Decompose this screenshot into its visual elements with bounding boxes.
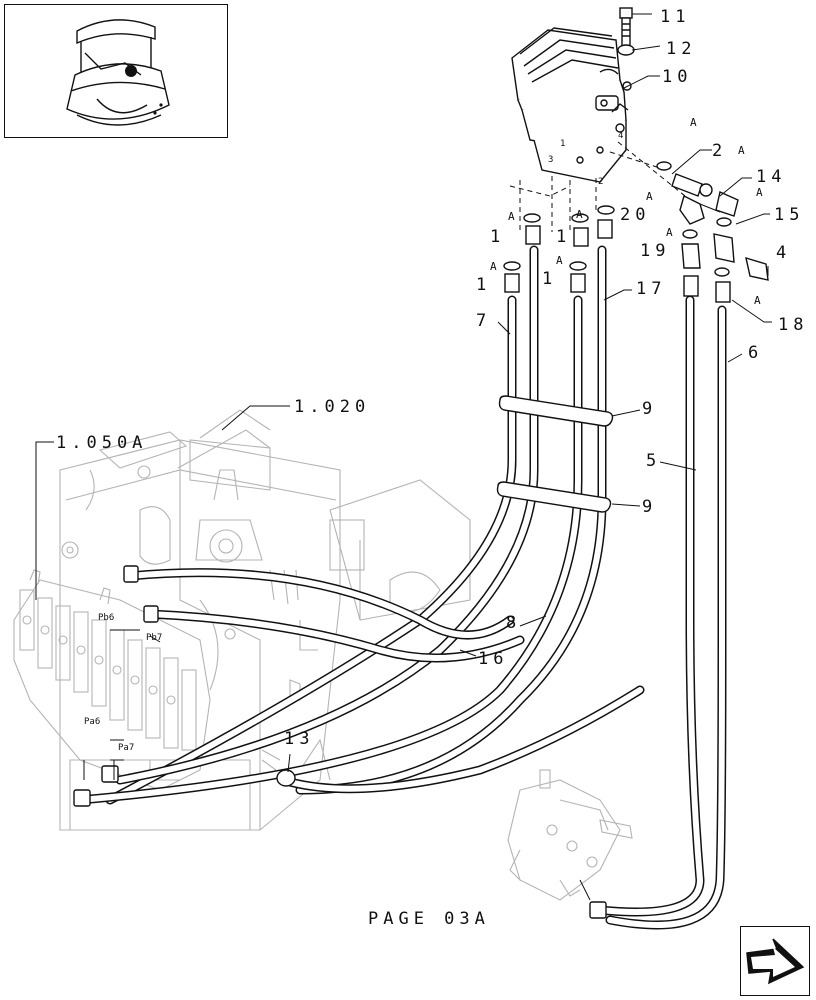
next-page-arrow-icon[interactable] bbox=[740, 926, 810, 996]
port-label-pa6: Pa6 bbox=[84, 717, 100, 727]
detail-mark-a: A bbox=[576, 208, 585, 221]
explosion-guides bbox=[509, 141, 691, 232]
detail-mark-a: A bbox=[756, 186, 765, 199]
machine-overview-thumbnail[interactable] bbox=[4, 4, 228, 138]
callout-15: 15 bbox=[774, 205, 804, 225]
callout-1b: 1 bbox=[556, 227, 571, 247]
page-reference[interactable]: PAGE 03A bbox=[368, 909, 490, 929]
callout-1c: 1 bbox=[476, 275, 491, 295]
detail-mark-a: A bbox=[754, 294, 763, 307]
callout-7: 7 bbox=[476, 311, 491, 331]
detail-mark-a: A bbox=[690, 116, 699, 129]
callout-9b: 9 bbox=[642, 497, 657, 517]
arrow-glyph bbox=[746, 938, 805, 985]
port-label-pb7: Pb7 bbox=[146, 633, 162, 643]
port-label-1: 1 bbox=[560, 139, 565, 149]
detail-mark-a: A bbox=[646, 190, 655, 203]
callout-6: 6 bbox=[748, 343, 763, 363]
detail-mark-a: A bbox=[508, 210, 517, 223]
fittings-right[interactable] bbox=[656, 161, 769, 303]
callout-13: 13 bbox=[284, 729, 314, 749]
port-label-pa7: Pa7 bbox=[118, 743, 134, 753]
port-label-4: 4 bbox=[618, 131, 623, 141]
callout-16: 16 bbox=[478, 649, 508, 669]
washer[interactable] bbox=[617, 44, 635, 56]
hose-clamps[interactable] bbox=[496, 395, 614, 513]
leader-lines bbox=[35, 13, 772, 901]
fittings-left[interactable] bbox=[503, 205, 615, 293]
callout-18: 18 bbox=[778, 315, 808, 335]
callout-10: 10 bbox=[662, 67, 692, 87]
port-label-2: 2 bbox=[598, 177, 603, 187]
callout-8: 8 bbox=[506, 613, 521, 633]
callout-1a: 1 bbox=[490, 227, 505, 247]
chassis-ghost bbox=[59, 409, 471, 831]
callout-9a: 9 bbox=[642, 399, 657, 419]
reference-1-050a[interactable]: 1.050A bbox=[56, 433, 147, 453]
detail-mark-a: A bbox=[556, 254, 565, 267]
callout-5: 5 bbox=[646, 451, 661, 471]
callout-19: 19 bbox=[640, 241, 670, 261]
callout-17: 17 bbox=[636, 279, 666, 299]
thumbnail-drawing bbox=[66, 19, 170, 126]
callout-1d: 1 bbox=[542, 269, 557, 289]
bolt[interactable] bbox=[619, 7, 633, 47]
callout-11: 11 bbox=[660, 7, 690, 27]
detail-mark-a: A bbox=[490, 260, 499, 273]
callout-2: 2 bbox=[712, 141, 727, 161]
callout-4: 4 bbox=[776, 243, 791, 263]
main-valve-bank[interactable] bbox=[13, 569, 211, 791]
callout-14: 14 bbox=[756, 167, 786, 187]
port-label-3: 3 bbox=[548, 155, 553, 165]
detail-mark-a: A bbox=[666, 226, 675, 239]
hose-bundle[interactable] bbox=[75, 245, 727, 930]
auxiliary-valve[interactable] bbox=[507, 769, 633, 901]
callout-20: 20 bbox=[620, 205, 650, 225]
reference-1-020[interactable]: 1.020 bbox=[294, 397, 370, 417]
callout-12: 12 bbox=[666, 39, 696, 59]
port-label-pb6: Pb6 bbox=[98, 613, 114, 623]
pilot-control-valve[interactable] bbox=[511, 27, 632, 183]
detail-mark-a: A bbox=[738, 144, 747, 157]
